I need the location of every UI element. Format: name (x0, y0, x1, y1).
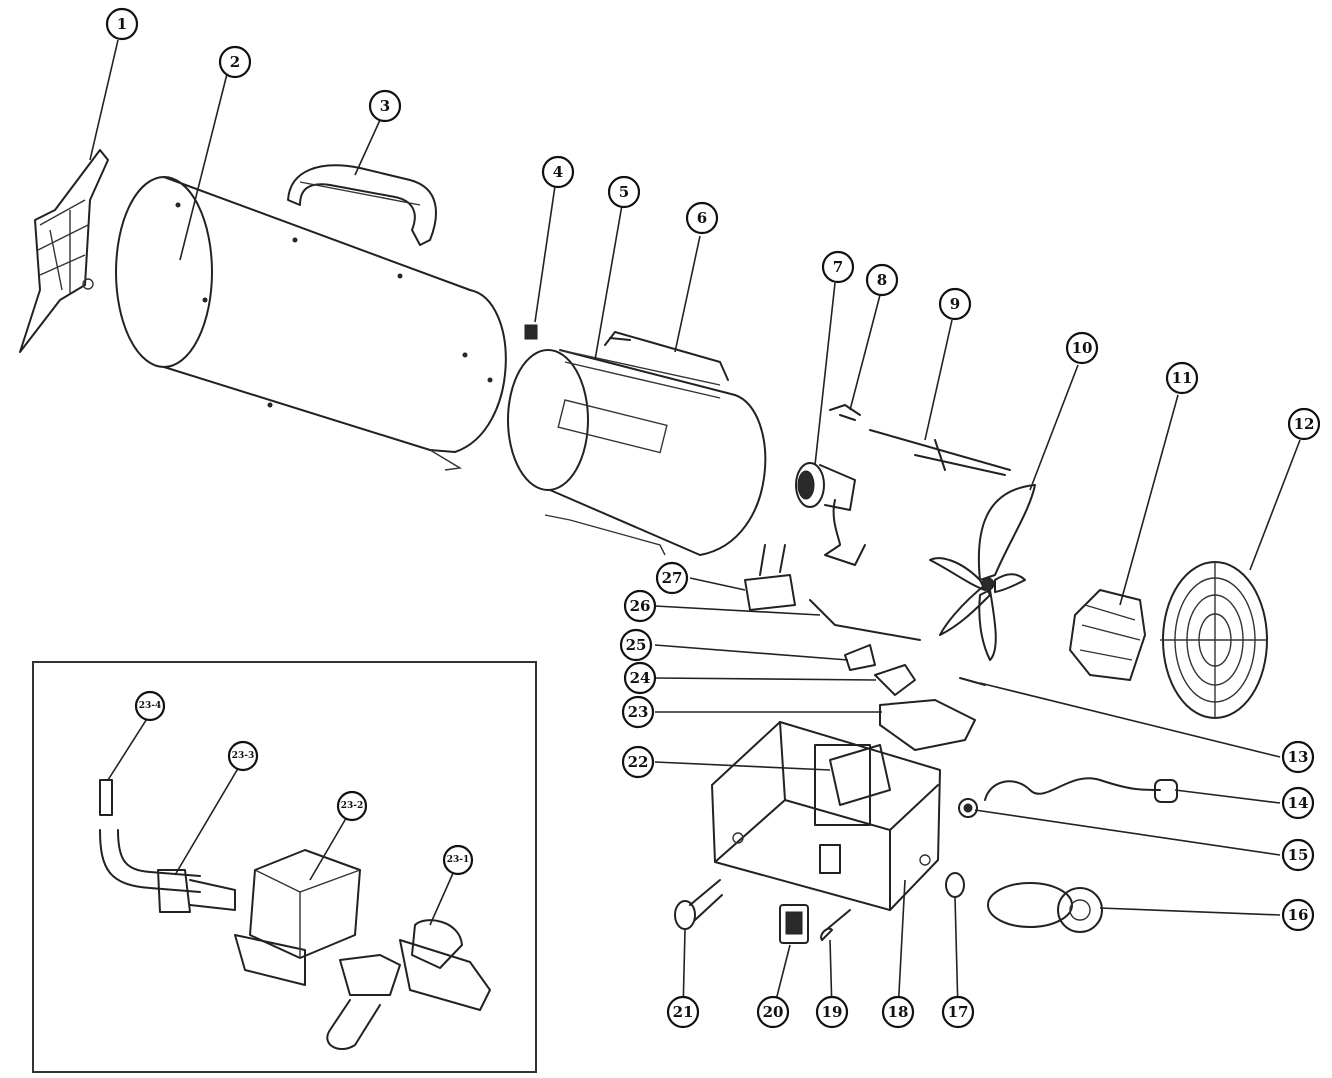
callout-22: 22 (621, 745, 655, 779)
svg-text:1: 1 (117, 15, 127, 33)
callout-12: 12 (1287, 407, 1321, 441)
part-clip (524, 324, 538, 340)
part-motor (1069, 589, 1146, 681)
callout-13: 13 (1281, 740, 1315, 774)
svg-text:9: 9 (950, 295, 960, 313)
inset-callout-23-3: 23-3 (227, 740, 259, 772)
callout-4: 4 (541, 155, 575, 189)
callout-5: 5 (607, 175, 641, 209)
part-bolt-19 (820, 909, 851, 941)
callout-26: 26 (623, 589, 657, 623)
part-regulator-hose-16 (987, 882, 1103, 933)
callout-15: 15 (1281, 838, 1315, 872)
svg-text:4: 4 (553, 163, 563, 181)
svg-text:13: 13 (1288, 748, 1309, 766)
part-bracket-25 (844, 644, 876, 671)
callout-20: 20 (756, 995, 790, 1029)
part-igniter (829, 404, 861, 421)
svg-text:18: 18 (888, 1003, 909, 1021)
callout-1: 1 (105, 7, 139, 41)
part-gas-valve-23 (879, 699, 976, 751)
inset-frame (32, 661, 537, 1073)
svg-text:23-1: 23-1 (447, 855, 470, 865)
svg-text:21: 21 (673, 1003, 694, 1021)
part-solenoid-valve-22 (829, 744, 891, 806)
callout-16: 16 (1281, 898, 1315, 932)
part-rear-guard (19, 149, 109, 353)
part-thermocouple (869, 429, 1011, 476)
svg-text:24: 24 (630, 669, 651, 687)
svg-text:3: 3 (380, 97, 390, 115)
inset-valve-assembly (99, 779, 491, 1050)
callout-25: 25 (619, 628, 653, 662)
svg-text:20: 20 (763, 1003, 784, 1021)
svg-text:23-3: 23-3 (232, 751, 255, 761)
svg-text:16: 16 (1288, 906, 1309, 924)
part-burner-head (795, 462, 866, 566)
callouts: 1 2 3 4 5 6 7 8 9 10 11 12 13 14 15 16 1… (105, 7, 1321, 1029)
callout-6: 6 (685, 201, 719, 235)
svg-text:23: 23 (628, 703, 649, 721)
callout-24: 24 (623, 661, 657, 695)
svg-text:15: 15 (1288, 846, 1309, 864)
callout-8: 8 (865, 263, 899, 297)
part-front-guard (1160, 561, 1268, 719)
svg-text:12: 12 (1294, 415, 1315, 433)
part-outer-shell (115, 176, 507, 471)
part-bushing-17 (945, 872, 965, 898)
svg-text:14: 14 (1288, 794, 1309, 812)
part-block-27 (744, 544, 796, 611)
svg-text:19: 19 (822, 1003, 843, 1021)
callout-27: 27 (655, 561, 689, 595)
callout-9: 9 (938, 287, 972, 321)
svg-text:7: 7 (833, 258, 843, 276)
callout-23: 23 (621, 695, 655, 729)
part-inner-chamber (507, 349, 767, 556)
svg-text:27: 27 (662, 569, 683, 587)
part-power-cord-14 (984, 777, 1178, 803)
inset-callout-23-4: 23-4 (134, 690, 166, 722)
part-base-housing-18 (711, 721, 941, 911)
svg-text:22: 22 (628, 753, 649, 771)
callout-18: 18 (881, 995, 915, 1029)
svg-text:11: 11 (1172, 369, 1193, 387)
callout-17: 17 (941, 995, 975, 1029)
callout-7: 7 (821, 250, 855, 284)
svg-text:23-4: 23-4 (139, 701, 162, 711)
svg-text:25: 25 (626, 636, 647, 654)
part-nozzle-24 (874, 664, 916, 696)
inset-callout-23-2: 23-2 (336, 790, 368, 822)
callout-11: 11 (1165, 361, 1199, 395)
part-fan-blade (929, 484, 1036, 661)
part-lead-26 (809, 599, 921, 641)
part-switch-20 (779, 904, 809, 944)
svg-text:26: 26 (630, 597, 651, 615)
leader-lines (89, 39, 1301, 1013)
callout-14: 14 (1281, 786, 1315, 820)
svg-text:6: 6 (697, 209, 707, 227)
svg-text:2: 2 (230, 53, 240, 71)
part-chamber-bracket (604, 331, 729, 381)
svg-text:5: 5 (619, 183, 629, 201)
part-carry-handle (287, 164, 437, 246)
callout-19: 19 (815, 995, 849, 1029)
svg-text:17: 17 (948, 1003, 969, 1021)
part-piezo-knob-21 (674, 879, 723, 930)
inset-callout-23-1: 23-1 (442, 844, 474, 876)
callout-3: 3 (368, 89, 402, 123)
part-grommet-15 (958, 798, 978, 818)
svg-text:23-2: 23-2 (341, 801, 364, 811)
callout-10: 10 (1065, 331, 1099, 365)
callout-21: 21 (666, 995, 700, 1029)
callout-2: 2 (218, 45, 252, 79)
svg-text:10: 10 (1072, 339, 1093, 357)
svg-text:8: 8 (877, 271, 887, 289)
